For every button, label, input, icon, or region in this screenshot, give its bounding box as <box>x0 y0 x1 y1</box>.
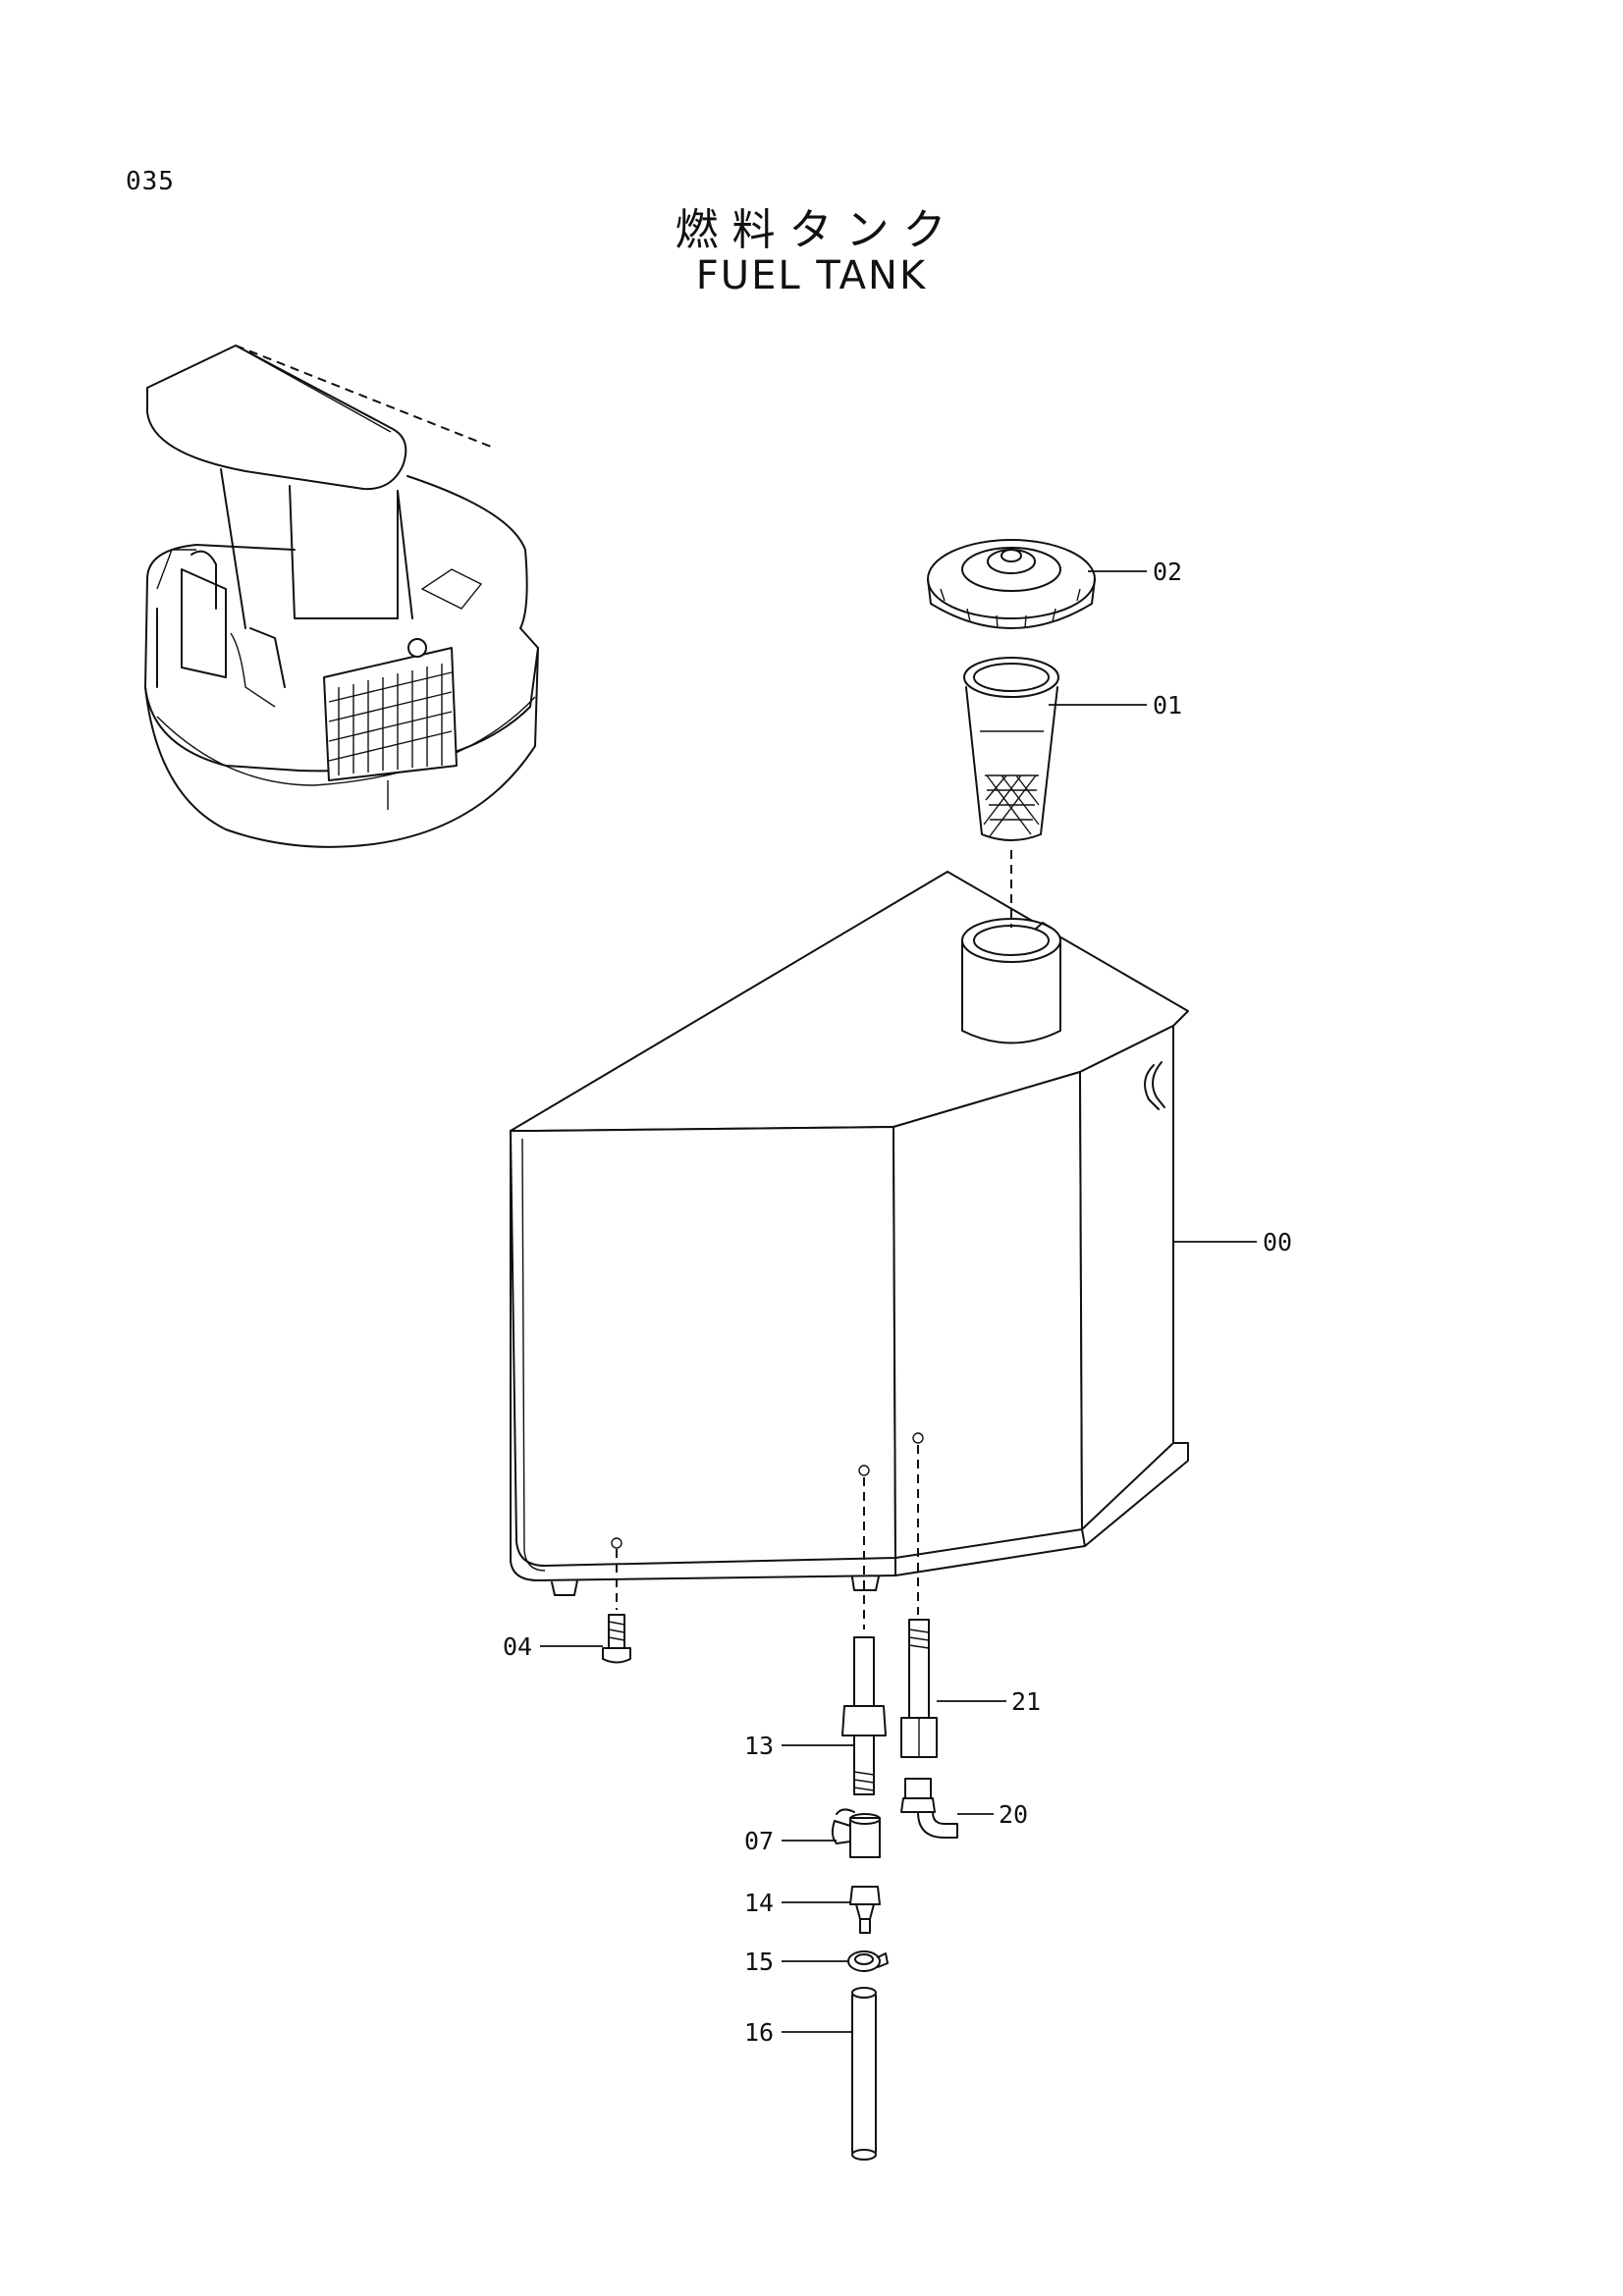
long-adapter <box>900 1619 938 1758</box>
title-japanese: 燃料タンク <box>675 205 960 255</box>
callout-15: 15 <box>744 1948 774 1976</box>
callout-00: 00 <box>1263 1228 1292 1256</box>
leader-lines <box>540 570 1257 2033</box>
callout-13: 13 <box>744 1732 774 1760</box>
callout-04: 04 <box>503 1632 532 1661</box>
adapter-pipe <box>841 1636 887 1795</box>
elbow-fitting <box>900 1778 958 1839</box>
callout-01: 01 <box>1153 691 1182 720</box>
callout-20: 20 <box>999 1800 1028 1829</box>
callout-16: 16 <box>744 2018 774 2047</box>
callout-21: 21 <box>1011 1687 1041 1716</box>
callout-02: 02 <box>1153 558 1182 586</box>
title-english: FUEL TANK <box>695 253 928 298</box>
hose-clip <box>847 1950 889 1972</box>
callout-14: 14 <box>744 1889 774 1917</box>
drain-hose <box>851 1987 877 2161</box>
hose-nipple <box>849 1886 881 1934</box>
callout-07: 07 <box>744 1827 774 1855</box>
overview-tank-hatching <box>328 664 453 775</box>
drain-cock <box>831 1808 881 1858</box>
fuel-tank <box>510 871 1189 1596</box>
machine-overview-illustration <box>144 345 539 848</box>
page-number: 035 <box>126 167 175 196</box>
fuel-cap <box>927 539 1096 629</box>
fuel-strainer <box>963 657 1059 841</box>
drain-bolt <box>602 1614 631 1664</box>
callout-labels: 02 01 00 04 21 13 20 07 14 15 16 <box>503 558 1292 2047</box>
